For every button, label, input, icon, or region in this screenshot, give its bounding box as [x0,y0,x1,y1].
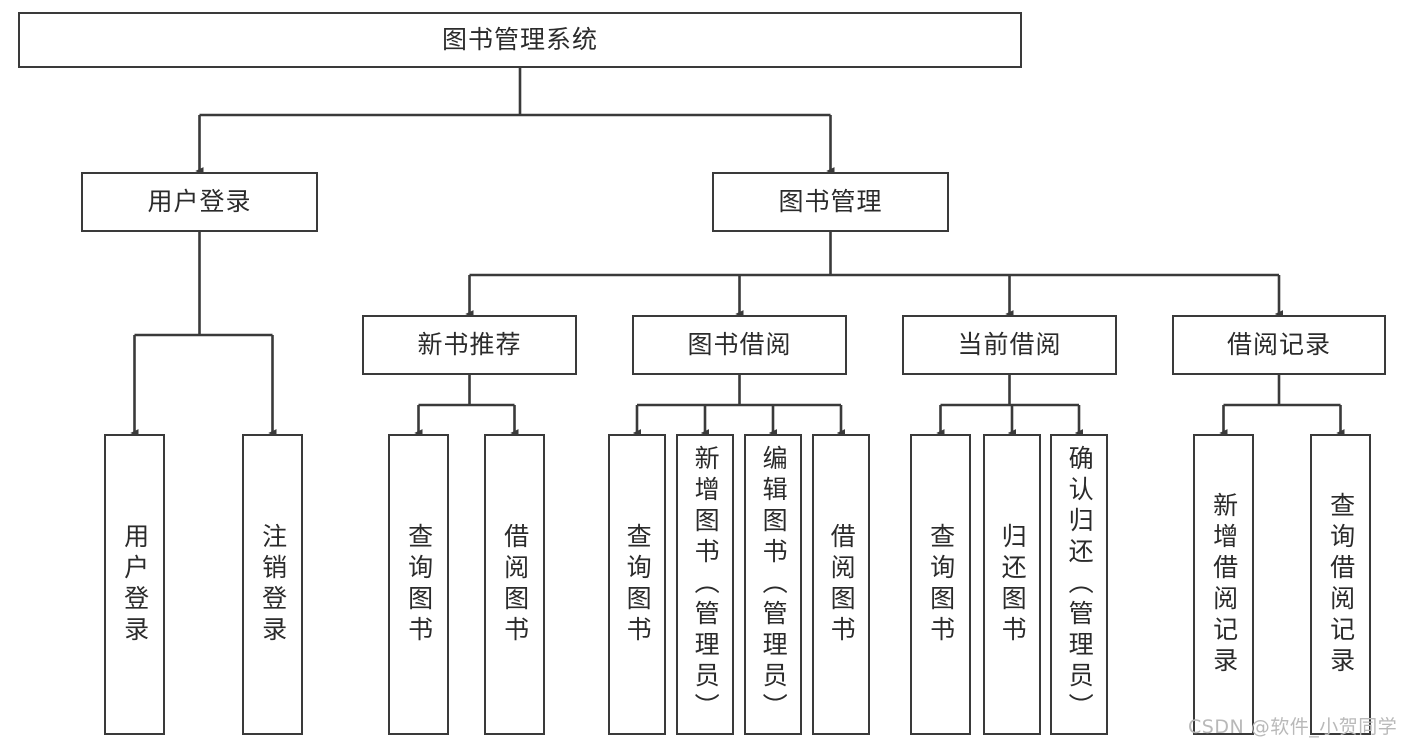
node-label: 新书推荐 [417,330,522,360]
node-label: 查询借阅记录 [1326,491,1356,678]
node-borrow-record[interactable]: 借阅记录 [1172,315,1386,375]
node-leaf-borrow-query-book[interactable]: 查询图书 [608,434,666,735]
node-label: 查询图书 [623,522,653,647]
node-label: 图书借阅 [687,330,792,360]
node-leaf-current-return-book[interactable]: 归还图书 [983,434,1041,735]
node-current-borrow[interactable]: 当前借阅 [902,315,1117,375]
node-leaf-recommend-borrow-book[interactable]: 借阅图书 [484,434,545,735]
node-leaf-current-query-book[interactable]: 查询图书 [910,434,971,735]
node-label: 归还图书 [998,522,1028,647]
node-label: 确认归还（管理员） [1065,445,1095,724]
node-leaf-borrow-edit-book[interactable]: 编辑图书（管理员） [744,434,802,735]
watermark: CSDN @软件_小贺同学 [1188,716,1398,738]
node-label: 新增借阅记录 [1209,491,1239,678]
node-label: 图书管理系统 [441,25,598,55]
node-root[interactable]: 图书管理系统 [18,12,1022,68]
node-leaf-user-logout[interactable]: 注销登录 [242,434,303,735]
node-label: 注销登录 [258,522,288,647]
node-label: 查询图书 [926,522,956,647]
node-label: 图书管理 [778,187,883,217]
node-label: 编辑图书（管理员） [759,445,789,724]
node-label: 新增图书（管理员） [691,445,721,724]
node-label: 查询图书 [404,522,434,647]
node-label: 当前借阅 [957,330,1062,360]
node-label: 用户登录 [120,522,150,647]
node-user-login[interactable]: 用户登录 [81,172,318,232]
node-label: 借阅记录 [1226,330,1331,360]
node-label: 借阅图书 [500,522,530,647]
node-label: 借阅图书 [827,522,857,647]
node-leaf-record-add[interactable]: 新增借阅记录 [1193,434,1254,735]
node-leaf-borrow-add-book[interactable]: 新增图书（管理员） [676,434,734,735]
node-leaf-borrow-borrow-book[interactable]: 借阅图书 [812,434,870,735]
node-book-borrow[interactable]: 图书借阅 [632,315,847,375]
node-label: 用户登录 [147,187,252,217]
node-new-book-recommend[interactable]: 新书推荐 [362,315,577,375]
node-leaf-record-query[interactable]: 查询借阅记录 [1310,434,1371,735]
node-leaf-current-confirm-return[interactable]: 确认归还（管理员） [1050,434,1108,735]
node-leaf-user-login[interactable]: 用户登录 [104,434,165,735]
node-leaf-recommend-query-book[interactable]: 查询图书 [388,434,449,735]
node-book-manage[interactable]: 图书管理 [712,172,949,232]
